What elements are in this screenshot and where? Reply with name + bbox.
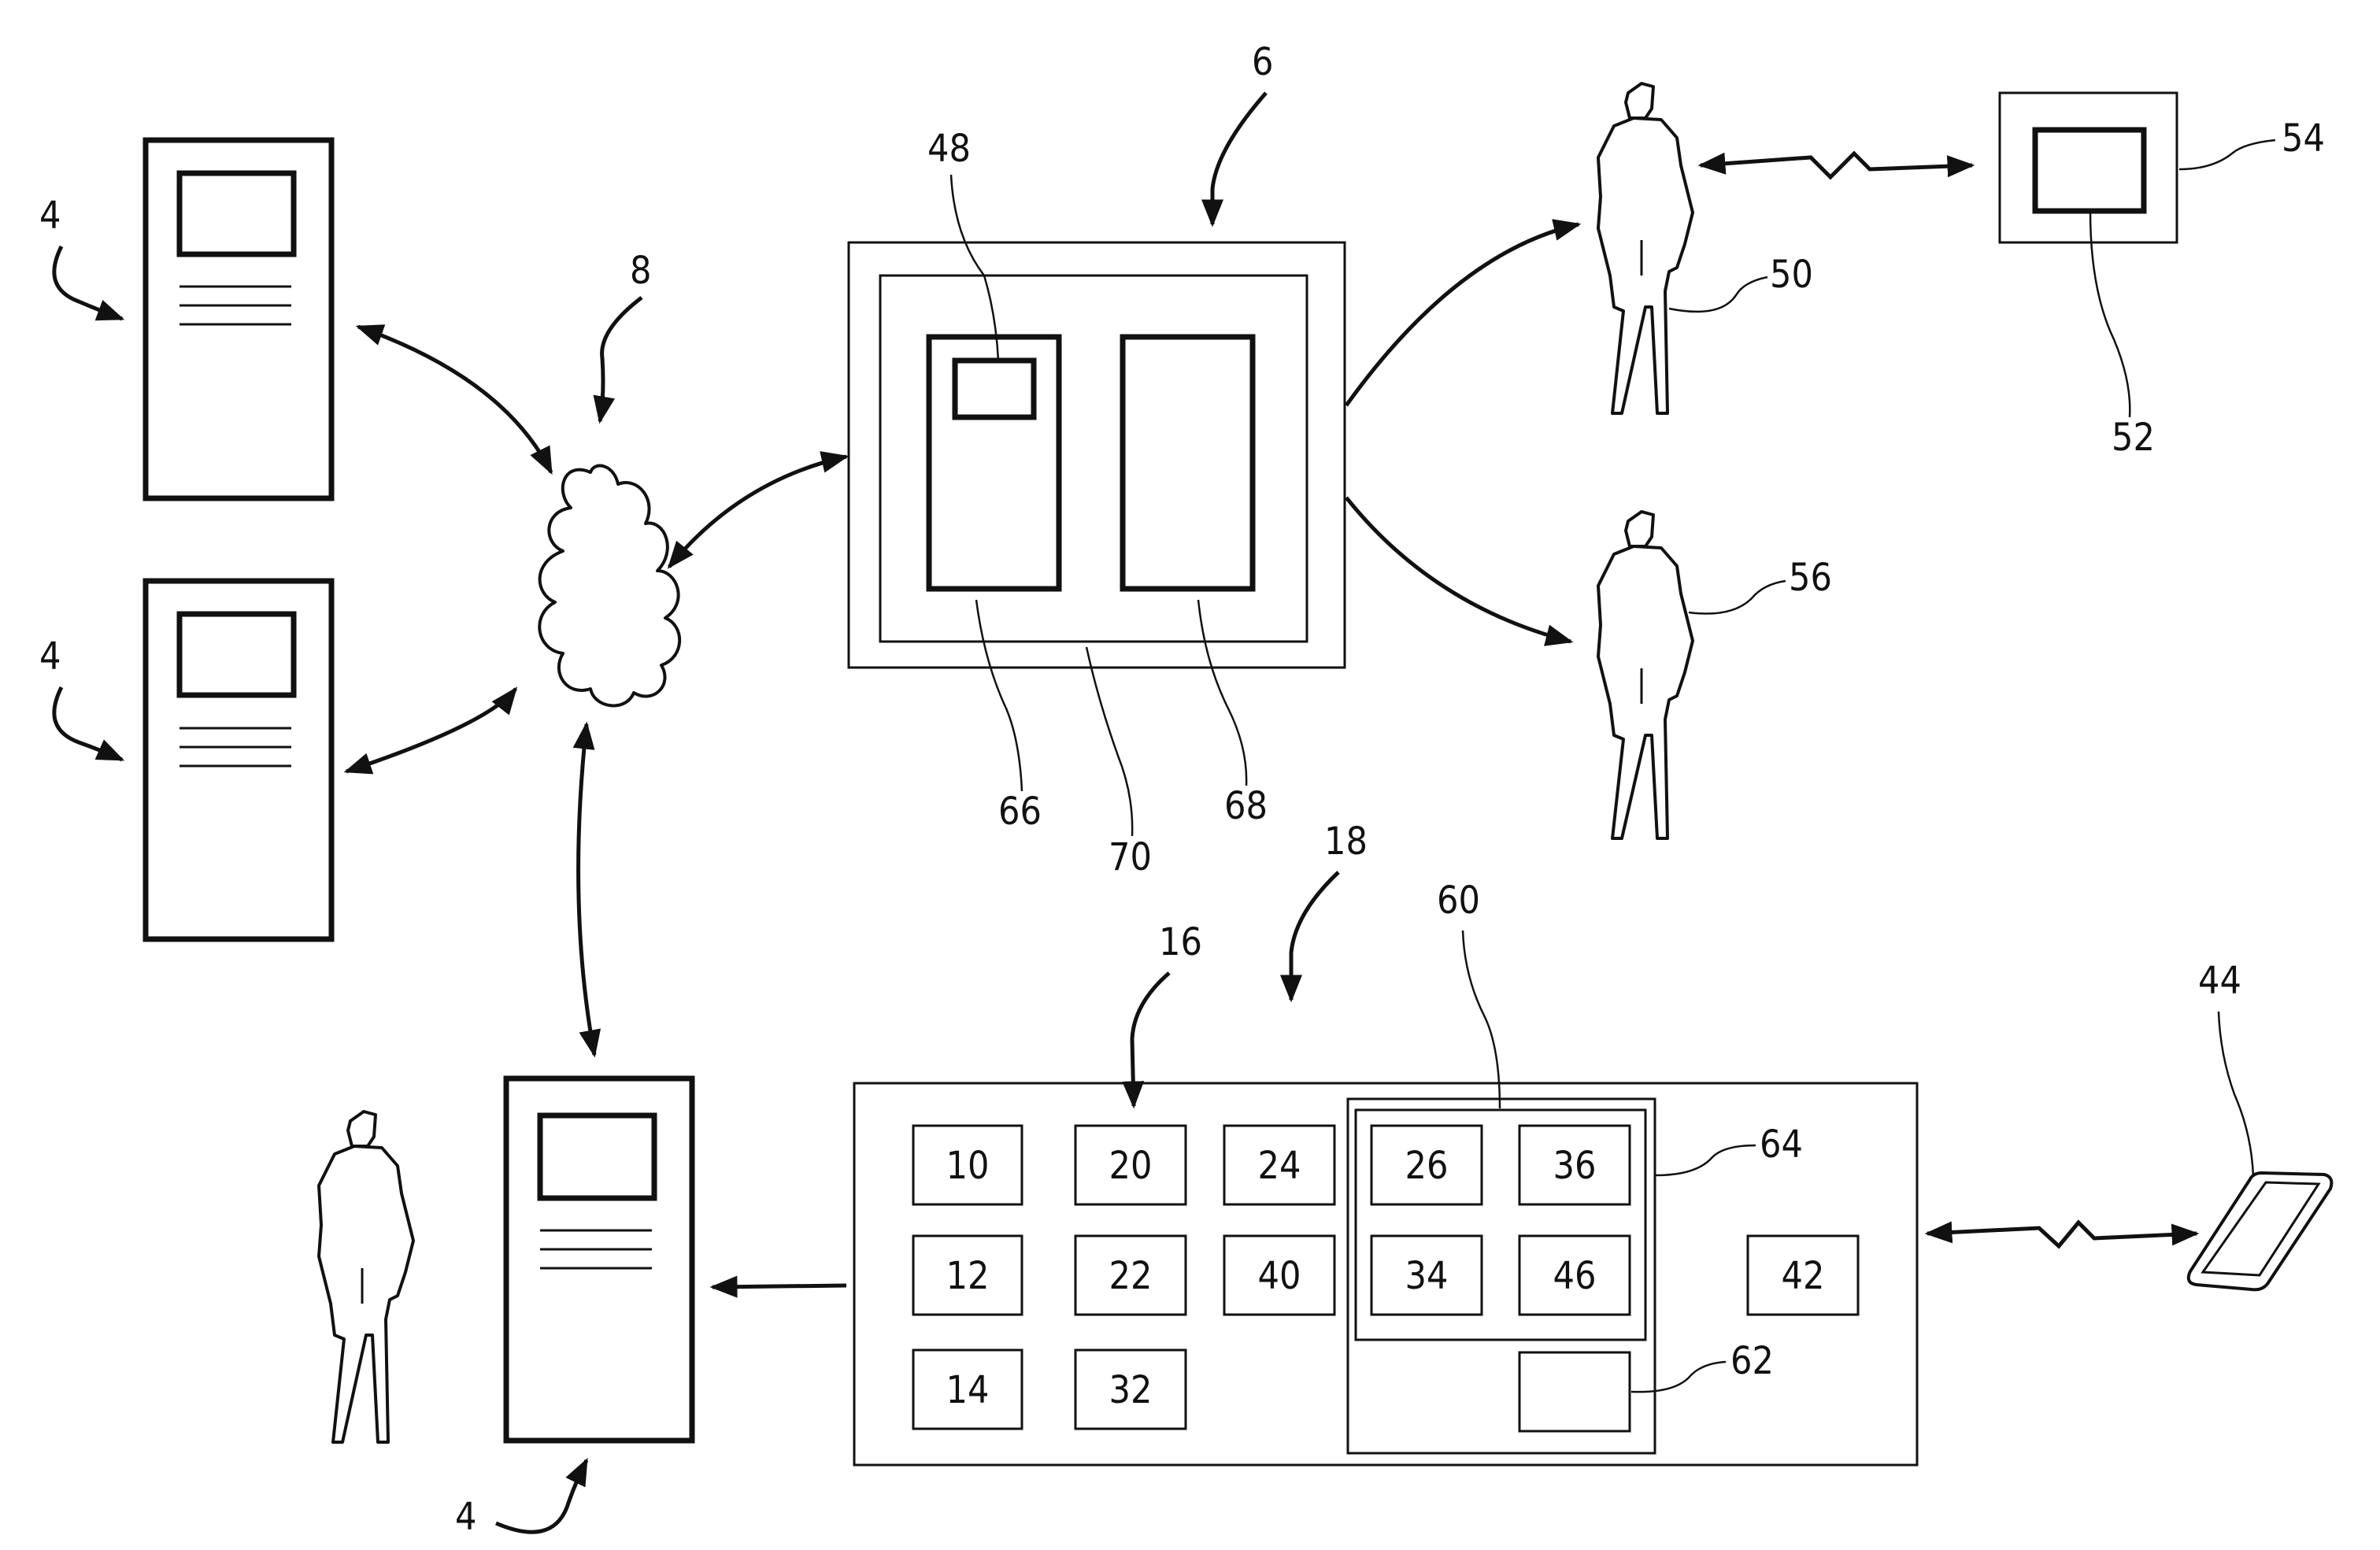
module-10: 10 xyxy=(913,1126,1022,1204)
module-14: 14 xyxy=(913,1350,1022,1429)
module-40: 40 xyxy=(1224,1236,1334,1315)
server-left-module-leader xyxy=(976,600,1022,791)
module-20: 20 xyxy=(1075,1126,1186,1204)
inner-group-ref: 64 xyxy=(1760,1123,1803,1167)
svg-text:42: 42 xyxy=(1782,1254,1825,1298)
network-ref-arrow xyxy=(600,298,642,421)
module-22: 22 xyxy=(1075,1236,1186,1315)
user-50 xyxy=(1598,83,1693,413)
system-ref-arrow xyxy=(1291,872,1338,1000)
server-6 xyxy=(849,242,1345,668)
terminal-top-ref-arrow xyxy=(54,246,122,319)
module-32: 32 xyxy=(1075,1350,1186,1429)
link-terminal-middle-cloud xyxy=(346,689,516,771)
svg-text:12: 12 xyxy=(946,1254,990,1298)
link-server-user-top xyxy=(1346,224,1579,405)
module-12: 12 xyxy=(913,1236,1022,1315)
link-terminal-top-cloud xyxy=(358,327,551,472)
server-right-module-leader xyxy=(1198,600,1246,786)
server-inner-ref: 70 xyxy=(1109,835,1152,879)
system-ref: 18 xyxy=(1324,819,1368,864)
module-36: 36 xyxy=(1519,1126,1630,1204)
tablet-ref: 54 xyxy=(2282,117,2325,161)
inner-group-leader xyxy=(1656,1145,1756,1175)
server-display-ref: 48 xyxy=(927,127,971,171)
phone-leader xyxy=(2219,1012,2253,1177)
module-26: 26 xyxy=(1371,1126,1482,1204)
tablet-54 xyxy=(2000,93,2177,242)
server-ref: 6 xyxy=(1252,40,1273,84)
subsystem-ref: 60 xyxy=(1437,879,1480,923)
phone-ref: 44 xyxy=(2198,959,2241,1003)
server-display-leader xyxy=(951,175,998,361)
user-bottom-left xyxy=(319,1112,413,1442)
module-42: 42 xyxy=(1748,1236,1858,1315)
svg-text:26: 26 xyxy=(1405,1144,1449,1188)
svg-text:34: 34 xyxy=(1405,1254,1449,1298)
link-server-user-middle xyxy=(1346,498,1571,642)
module-46: 46 xyxy=(1519,1236,1630,1315)
network-ref: 8 xyxy=(630,249,651,293)
terminal-bottom xyxy=(506,1078,692,1441)
svg-text:46: 46 xyxy=(1553,1254,1597,1298)
user-top-ref: 50 xyxy=(1770,253,1813,297)
svg-text:36: 36 xyxy=(1553,1144,1597,1188)
svg-text:10: 10 xyxy=(946,1144,990,1188)
terminal-top-ref: 4 xyxy=(39,194,61,238)
user-56 xyxy=(1598,512,1693,838)
svg-text:40: 40 xyxy=(1258,1254,1301,1298)
terminal-middle xyxy=(146,581,331,939)
terminal-bottom-ref-arrow xyxy=(496,1460,587,1532)
network-cloud xyxy=(539,466,679,706)
terminal-middle-ref: 4 xyxy=(39,634,61,679)
link-user-tablet xyxy=(1701,154,1972,177)
system-18 xyxy=(854,1083,1917,1465)
terminal-bottom-ref: 4 xyxy=(455,1495,476,1539)
server-right-module-ref: 68 xyxy=(1224,784,1268,828)
link-cloud-terminal-bottom xyxy=(579,724,594,1055)
link-cloud-server xyxy=(669,457,846,567)
svg-text:22: 22 xyxy=(1109,1254,1153,1298)
server-inner-leader xyxy=(1086,647,1132,836)
phone-44 xyxy=(2189,1173,2332,1289)
server-left-module-ref: 66 xyxy=(998,790,1042,834)
svg-text:24: 24 xyxy=(1258,1144,1301,1188)
svg-text:20: 20 xyxy=(1109,1144,1153,1188)
tablet-leader xyxy=(2179,140,2275,169)
module-group-ref: 16 xyxy=(1159,920,1202,964)
module-34: 34 xyxy=(1371,1236,1482,1315)
subsystem-leader xyxy=(1463,930,1500,1108)
module-24: 24 xyxy=(1224,1126,1334,1204)
user-top-leader xyxy=(1669,277,1767,312)
module-62-ref: 62 xyxy=(1730,1339,1774,1383)
user-middle-leader xyxy=(1689,581,1786,614)
link-system-phone xyxy=(1927,1223,2197,1246)
svg-text:32: 32 xyxy=(1109,1368,1153,1412)
module-62-leader xyxy=(1631,1362,1726,1392)
module-group-ref-arrow xyxy=(1132,973,1169,1106)
terminal-top xyxy=(146,140,331,498)
tablet-screen-ref: 52 xyxy=(2112,416,2155,460)
server-ref-arrow xyxy=(1212,93,1266,224)
link-system-terminal xyxy=(713,1286,846,1287)
module-62-box xyxy=(1519,1352,1630,1431)
terminal-middle-ref-arrow xyxy=(54,687,122,760)
user-middle-ref: 56 xyxy=(1789,556,1832,600)
svg-text:14: 14 xyxy=(946,1368,990,1412)
